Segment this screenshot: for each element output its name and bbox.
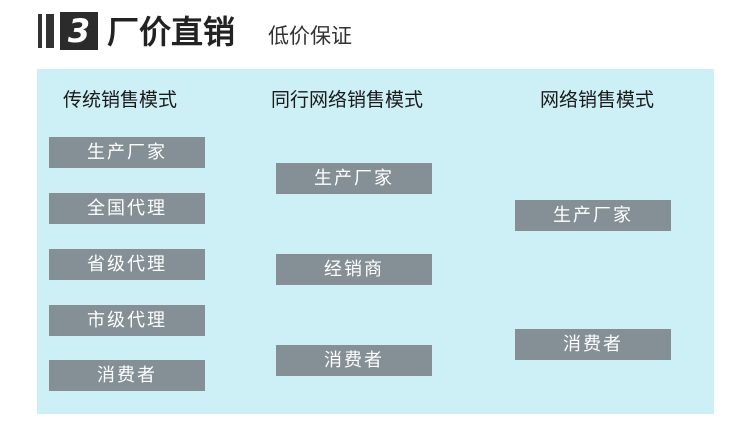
section-header: 3 厂价直销 低价保证 [0, 0, 750, 62]
chain-box: 消费者 [49, 360, 205, 391]
chain-box: 消费者 [515, 329, 671, 360]
chain-box: 生产厂家 [515, 200, 671, 231]
chain-box: 市级代理 [49, 305, 205, 336]
chain-box: 省级代理 [49, 249, 205, 280]
header-bar-thin [38, 14, 42, 48]
column-heading-peer-online: 同行网络销售模式 [271, 89, 424, 111]
header-bar-thick [46, 14, 54, 48]
chain-box: 生产厂家 [49, 137, 205, 168]
column-heading-online: 网络销售模式 [540, 89, 655, 111]
chain-box: 消费者 [276, 345, 432, 376]
chain-box: 全国代理 [49, 193, 205, 224]
chain-box: 经销商 [276, 254, 432, 285]
section-subtitle: 低价保证 [268, 24, 352, 48]
chain-box: 生产厂家 [276, 163, 432, 194]
section-number: 3 [60, 12, 98, 50]
section-title: 厂价直销 [107, 13, 236, 51]
column-heading-traditional: 传统销售模式 [63, 89, 178, 111]
